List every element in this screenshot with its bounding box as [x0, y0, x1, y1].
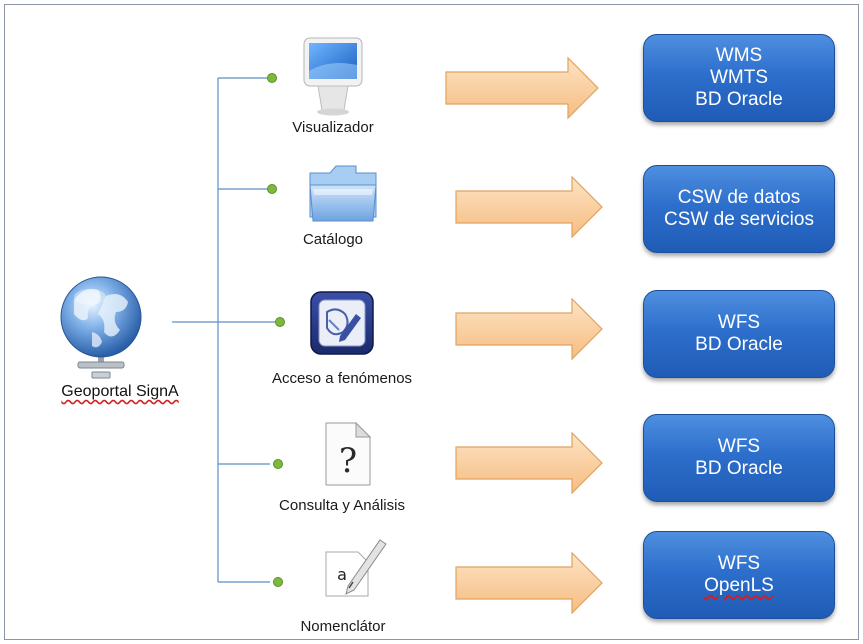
map-pencil-app-icon — [310, 291, 374, 355]
service-label: WFS — [717, 553, 761, 574]
connector-tree — [172, 77, 278, 583]
component-label-nomenclator: Nomenclátor — [300, 618, 386, 635]
component-label-acceso: Acceso a fenómenos — [271, 370, 413, 387]
node-dot — [267, 184, 277, 194]
component-label-consulta: Consulta y Análisis — [279, 497, 405, 514]
folder-icon — [309, 165, 377, 222]
pen-writing-icon: a — [325, 539, 387, 597]
arrow-nomenclator — [455, 551, 603, 615]
service-label: CSW de datos — [677, 187, 801, 208]
component-label-visualizador: Visualizador — [292, 119, 374, 136]
arrow-acceso — [455, 297, 603, 361]
service-label: BD Oracle — [695, 334, 783, 355]
service-box-catalogo: CSW de datos CSW de servicios — [643, 165, 835, 253]
arrow-consulta — [455, 431, 603, 495]
service-label: CSW de servicios — [664, 209, 814, 230]
arrows — [445, 56, 603, 615]
svg-text:a: a — [337, 565, 347, 584]
service-label: WFS — [717, 312, 761, 333]
service-label: WFS — [717, 436, 761, 457]
service-box-nomenclator: WFS OpenLS — [643, 531, 835, 619]
service-box-consulta: WFS BD Oracle — [643, 414, 835, 502]
globe-network-icon — [60, 276, 142, 379]
service-box-acceso: WFS BD Oracle — [643, 290, 835, 378]
node-dot — [273, 459, 283, 469]
service-box-visualizador: WMS WMTS BD Oracle — [643, 34, 835, 122]
node-dots — [267, 73, 285, 587]
svg-text:?: ? — [339, 441, 357, 481]
monitor-icon — [303, 37, 363, 116]
service-label: BD Oracle — [695, 458, 783, 479]
service-label: WMS — [715, 45, 763, 66]
arrow-visualizador — [445, 56, 599, 120]
service-label: WMTS — [709, 67, 769, 88]
node-dot — [267, 73, 277, 83]
root-label: Geoportal SignA — [61, 383, 179, 400]
service-label: BD Oracle — [695, 89, 783, 110]
diagram-frame — [4, 4, 859, 640]
component-label-catalogo: Catálogo — [302, 231, 364, 248]
node-dot — [275, 317, 285, 327]
service-label: OpenLS — [704, 575, 774, 596]
question-document-icon: ? — [325, 421, 372, 486]
node-dot — [273, 577, 283, 587]
arrow-catalogo — [455, 175, 603, 239]
